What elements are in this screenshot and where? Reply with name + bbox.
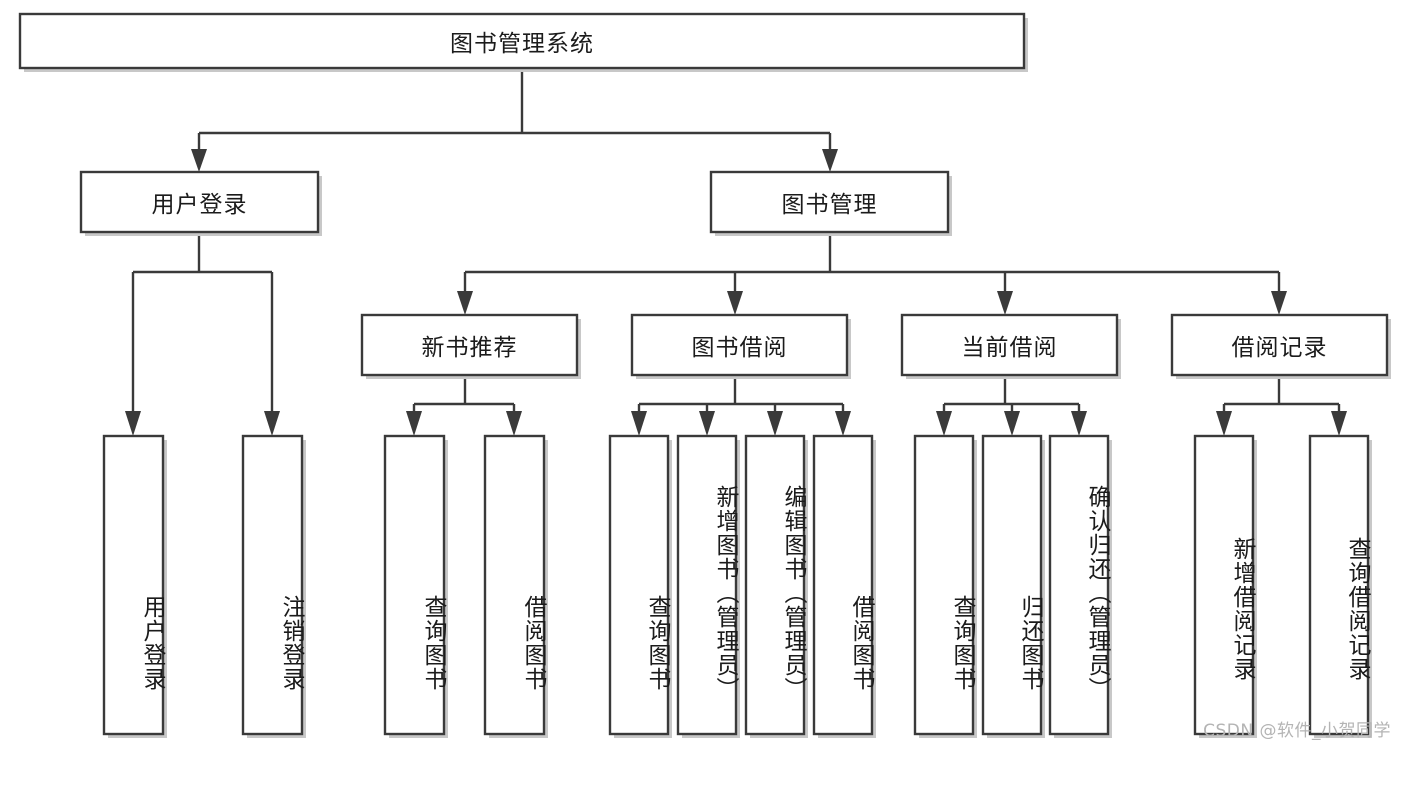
node-leaf-3-box[interactable] xyxy=(483,434,546,736)
connector-group-book-mgmt xyxy=(457,232,1287,315)
diagram-canvas xyxy=(18,12,1391,738)
node-user-login[interactable] xyxy=(79,170,322,236)
node-borrow-record[interactable] xyxy=(1170,313,1391,379)
arrow-borrow-leaf-3 xyxy=(767,411,783,436)
node-leaf-5-box[interactable] xyxy=(676,434,738,736)
node-book-mgmt[interactable] xyxy=(709,170,952,236)
node-leaf-10[interactable] xyxy=(1048,434,1112,738)
arrow-borrow-leaf-1 xyxy=(631,411,647,436)
node-leaf-4[interactable] xyxy=(608,434,672,738)
node-leaf-9[interactable] xyxy=(981,434,1045,738)
node-borrow[interactable] xyxy=(630,313,851,379)
connector-group-record xyxy=(1216,375,1347,436)
connector-group-user-login xyxy=(125,232,280,436)
node-leaf-4-box[interactable] xyxy=(608,434,670,736)
node-leaf-12[interactable] xyxy=(1308,434,1372,738)
node-leaf-11[interactable] xyxy=(1193,434,1257,738)
node-root[interactable] xyxy=(18,12,1028,72)
node-leaf-9-box[interactable] xyxy=(981,434,1043,736)
node-book-mgmt-box[interactable] xyxy=(709,170,950,234)
arrow-root-to-book-mgmt xyxy=(822,149,838,172)
node-leaf-1[interactable] xyxy=(241,434,306,738)
node-leaf-7-box[interactable] xyxy=(812,434,874,736)
arrow-book-mgmt-to-record xyxy=(1271,291,1287,315)
node-leaf-0-box[interactable] xyxy=(102,434,165,736)
arrow-borrow-leaf-4 xyxy=(835,411,851,436)
diagram-root: 图书管理系统 用户登录 图书管理 新书推荐 图书借阅 当前借阅 借阅记录 用户登… xyxy=(18,12,1391,741)
node-leaf-0[interactable] xyxy=(102,434,167,738)
connector-group-borrow xyxy=(631,375,851,436)
node-leaf-1-box[interactable] xyxy=(241,434,304,736)
arrow-current-leaf-1 xyxy=(936,411,952,436)
node-user-login-box[interactable] xyxy=(79,170,320,234)
node-new-book-box[interactable] xyxy=(360,313,579,377)
node-leaf-2[interactable] xyxy=(383,434,448,738)
node-leaf-5[interactable] xyxy=(676,434,740,738)
node-leaf-8[interactable] xyxy=(913,434,977,738)
arrow-borrow-leaf-2 xyxy=(699,411,715,436)
node-leaf-8-box[interactable] xyxy=(913,434,975,736)
arrow-root-to-user-login xyxy=(191,149,207,172)
node-leaf-2-box[interactable] xyxy=(383,434,446,736)
node-leaf-6[interactable] xyxy=(744,434,808,738)
arrow-record-leaf-2 xyxy=(1331,411,1347,436)
node-current-borrow-box[interactable] xyxy=(900,313,1119,377)
arrow-book-mgmt-to-new-book xyxy=(457,291,473,315)
arrow-user-login-leaf-1 xyxy=(125,411,141,436)
connector-group-current xyxy=(936,375,1087,436)
node-leaf-10-box[interactable] xyxy=(1048,434,1110,736)
node-borrow-box[interactable] xyxy=(630,313,849,377)
arrow-user-login-leaf-2 xyxy=(264,411,280,436)
arrow-book-mgmt-to-current xyxy=(997,291,1013,315)
node-leaf-7[interactable] xyxy=(812,434,876,738)
arrow-new-book-leaf-2 xyxy=(506,411,522,436)
node-current-borrow[interactable] xyxy=(900,313,1121,379)
node-leaf-3[interactable] xyxy=(483,434,548,738)
node-root-box[interactable] xyxy=(18,12,1026,70)
arrow-current-leaf-3 xyxy=(1071,411,1087,436)
node-leaf-11-box[interactable] xyxy=(1193,434,1255,736)
node-leaf-12-box[interactable] xyxy=(1308,434,1370,736)
connector-group-new-book xyxy=(406,375,522,436)
connector-group-root xyxy=(191,68,838,172)
node-new-book[interactable] xyxy=(360,313,581,379)
node-borrow-record-box[interactable] xyxy=(1170,313,1389,377)
arrow-record-leaf-1 xyxy=(1216,411,1232,436)
arrow-current-leaf-2 xyxy=(1004,411,1020,436)
arrow-book-mgmt-to-borrow xyxy=(727,291,743,315)
node-leaf-6-box[interactable] xyxy=(744,434,806,736)
arrow-new-book-leaf-1 xyxy=(406,411,422,436)
